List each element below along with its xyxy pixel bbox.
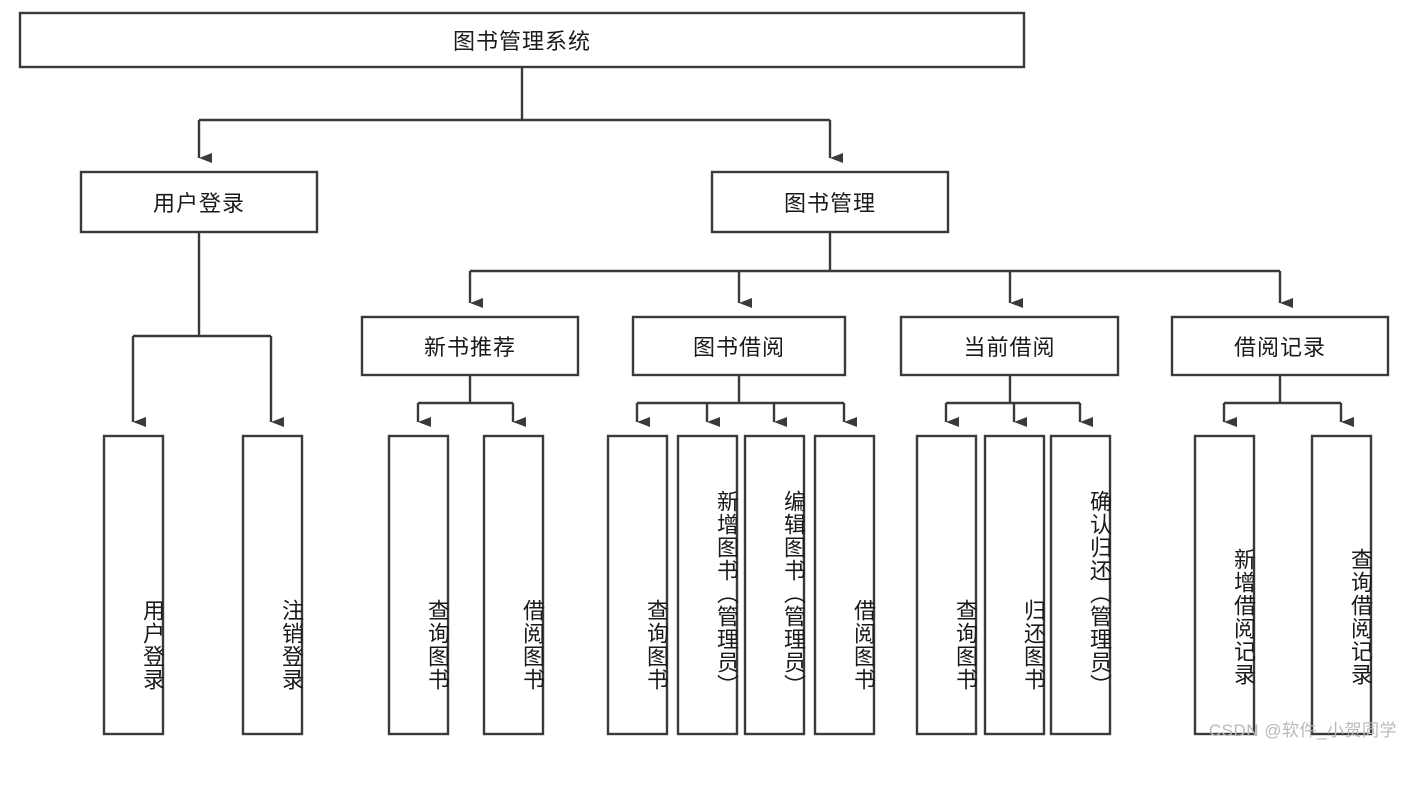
node-box-leaf-query-book-1[interactable] xyxy=(387,434,450,736)
node-box-leaf-query-book-2[interactable] xyxy=(606,434,669,736)
node-box-leaf-query-record[interactable] xyxy=(1310,434,1373,736)
edge-group-newbook-to-leaves xyxy=(416,375,526,427)
edge-group-userlogin-to-leaves xyxy=(131,232,284,427)
tree-svg-canvas xyxy=(18,11,1390,736)
edge-group-borrowrecord-to-leaves xyxy=(1222,375,1354,427)
node-box-new-book-rec[interactable] xyxy=(360,315,580,377)
edge-group-bookborrow-to-leaves xyxy=(635,375,857,427)
edge-group-bookmanage-to-level3 xyxy=(468,232,1293,308)
edge-group-currentborrow-to-leaves xyxy=(944,375,1093,427)
node-box-leaf-borrow-book-2[interactable] xyxy=(813,434,876,736)
watermark-text: CSDN @软件_小贺同学 xyxy=(1208,721,1397,740)
system-structure-diagram: 图书管理系统 用户登录 图书管理 新书推荐 图书借阅 当前借阅 借阅记录 用户登… xyxy=(18,11,1397,740)
node-box-leaf-user-login[interactable] xyxy=(102,434,165,736)
node-box-book-borrow[interactable] xyxy=(631,315,847,377)
node-box-leaf-logout[interactable] xyxy=(241,434,304,736)
node-box-borrow-record[interactable] xyxy=(1170,315,1390,377)
node-box-leaf-add-book[interactable] xyxy=(676,434,739,736)
node-box-user-login[interactable] xyxy=(79,170,319,234)
node-box-leaf-borrow-book-1[interactable] xyxy=(482,434,545,736)
node-box-leaf-confirm-return[interactable] xyxy=(1049,434,1112,736)
edge-group-root-to-level2 xyxy=(197,67,843,163)
node-box-current-borrow[interactable] xyxy=(899,315,1120,377)
node-box-book-manage[interactable] xyxy=(710,170,950,234)
node-box-leaf-add-record[interactable] xyxy=(1193,434,1256,736)
node-box-leaf-query-book-3[interactable] xyxy=(915,434,978,736)
node-box-leaf-return-book[interactable] xyxy=(983,434,1046,736)
node-box-leaf-edit-book[interactable] xyxy=(743,434,806,736)
node-box-root[interactable] xyxy=(18,11,1026,69)
